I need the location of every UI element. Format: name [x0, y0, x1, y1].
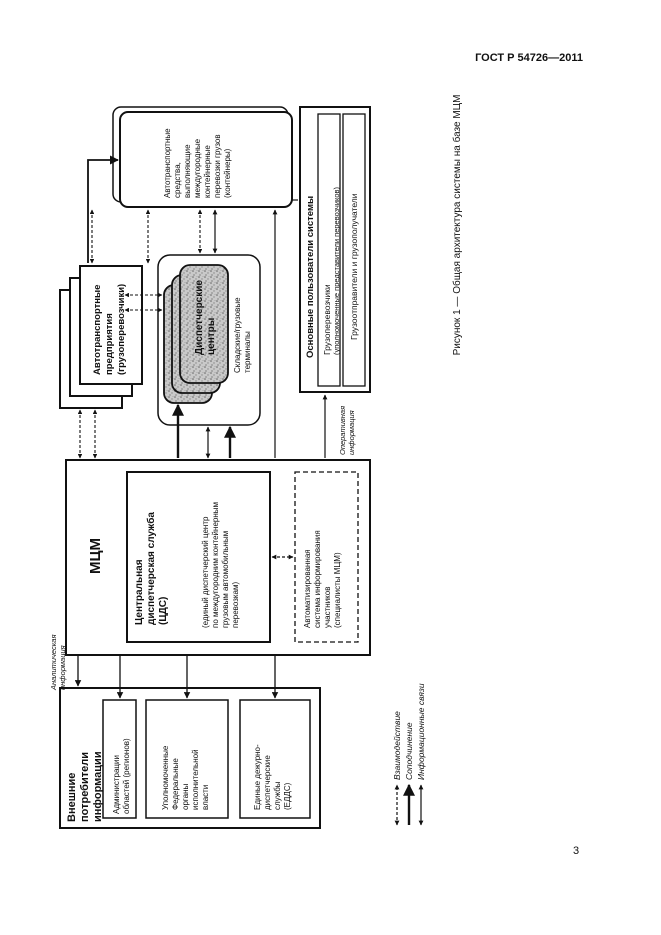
svg-text:потребители: потребители	[79, 752, 91, 822]
svg-text:(грузоперевозчики): (грузоперевозчики)	[116, 284, 127, 375]
vehicles-label: Автотранспортные средства, выполняющие м…	[163, 128, 232, 198]
svg-text:средства,: средства,	[173, 162, 182, 198]
svg-text:информации: информации	[92, 751, 104, 822]
edds-box	[239, 699, 311, 819]
carriers-label: Грузоперевозчики (уполномоченные предста…	[322, 186, 341, 355]
svg-text:(ЕДДС): (ЕДДС)	[283, 782, 292, 810]
svg-text:Автотранспортные: Автотранспортные	[163, 128, 172, 198]
shippers-label: Грузоотправители и грузополучатели	[349, 193, 359, 340]
svg-text:Основные пользователи системы: Основные пользователи системы	[305, 196, 316, 358]
cds-title: Центральная диспетчерская служба (ЦДС)	[134, 512, 169, 625]
shippers-box	[342, 113, 366, 387]
edds-label: Единые дежурно- диспетчерские службы (ЕД…	[253, 744, 292, 810]
page-number: 3	[573, 845, 580, 857]
svg-text:система информирования: система информирования	[313, 530, 322, 628]
svg-text:Складские/грузовые: Складские/грузовые	[233, 297, 242, 373]
svg-text:Грузоотправители и грузополуча: Грузоотправители и грузополучатели	[349, 193, 359, 340]
svg-text:междугородные: междугородные	[193, 138, 202, 198]
admin-box	[102, 699, 137, 819]
mcm-to-external-arrows	[74, 655, 279, 699]
svg-text:МЦМ: МЦМ	[87, 538, 104, 574]
svg-text:Центральная: Центральная	[134, 559, 145, 625]
svg-text:Федеральные: Федеральные	[171, 758, 180, 810]
asip-box	[294, 471, 359, 643]
legend-interaction: Взаимодействие	[392, 711, 402, 780]
svg-text:участников: участников	[323, 587, 332, 628]
cds-description: (единый диспетчерский центр по междугоро…	[201, 502, 240, 628]
svg-text:Диспетчерские: Диспетчерские	[194, 280, 205, 355]
connectors	[77, 155, 328, 459]
admin-label: Администрации областей (регионов)	[112, 738, 131, 814]
svg-text:диспетчерская служба: диспетчерская служба	[145, 512, 157, 625]
svg-text:Единые дежурно-: Единые дежурно-	[253, 744, 262, 810]
external-consumers-title: Внешние потребители информации	[66, 751, 104, 822]
svg-text:службы: службы	[273, 781, 282, 810]
legend: Взаимодействие Соподчинение Информационн…	[392, 683, 426, 826]
svg-text:перевозки грузов: перевозки грузов	[213, 134, 222, 198]
carriers-box	[317, 113, 341, 387]
terminals-label: Складские/грузовые терминалы	[233, 297, 252, 373]
federal-label: Уполномоченные Федеральные органы исполн…	[161, 745, 210, 810]
federal-box	[145, 699, 229, 819]
analytic-info-label: Аналитическая информация	[49, 635, 67, 691]
mcm-title: МЦМ	[87, 538, 104, 574]
svg-text:грузовым автомобильным: грузовым автомобильным	[221, 531, 230, 628]
svg-text:исполнительной: исполнительной	[191, 749, 200, 810]
svg-text:(единый диспетчерский центр: (единый диспетчерский центр	[201, 516, 210, 628]
svg-text:центры: центры	[206, 318, 217, 355]
standard-header: ГОСТ Р 54726—2011	[475, 52, 583, 64]
svg-text:перевозкам): перевозкам)	[231, 582, 240, 628]
svg-text:Автотранспортные: Автотранспортные	[92, 285, 103, 375]
svg-text:Оперативная: Оперативная	[338, 406, 347, 455]
svg-text:Аналитическая: Аналитическая	[49, 635, 58, 691]
vehicles-box	[119, 111, 293, 208]
svg-text:власти: власти	[201, 785, 210, 810]
dispatch-centres-stack	[163, 264, 229, 404]
legend-subordination: Соподчинение	[404, 722, 414, 780]
svg-text:контейнерные: контейнерные	[203, 145, 212, 198]
main-users-title: Основные пользователи системы	[305, 196, 316, 358]
svg-text:Грузоперевозчики: Грузоперевозчики	[322, 284, 332, 355]
svg-text:органы: органы	[181, 783, 190, 810]
svg-text:(уполномоченные представители: (уполномоченные представители перевозчик…	[332, 186, 341, 355]
asip-label: Автоматизированная система информировани…	[303, 530, 342, 628]
dispatch-centres-label: Диспетчерские центры	[194, 280, 217, 355]
figure-caption: Рисунок 1 — Общая архитектура системы на…	[452, 94, 463, 356]
svg-text:(ЦДС): (ЦДС)	[158, 597, 169, 625]
svg-text:Автоматизированная: Автоматизированная	[303, 549, 312, 628]
svg-text:Администрации: Администрации	[112, 755, 121, 814]
svg-text:областей (регионов): областей (регионов)	[122, 738, 131, 814]
ate-label: Автотранспортные предприятия (грузоперев…	[92, 284, 127, 375]
svg-text:предприятия: предприятия	[104, 313, 115, 375]
svg-text:диспетчерские: диспетчерские	[263, 755, 272, 810]
legend-info-links: Информационные связи	[416, 683, 426, 780]
svg-text:Уполномоченные: Уполномоченные	[161, 745, 170, 810]
svg-text:информация: информация	[347, 410, 356, 455]
svg-text:по междугородним контейнерным: по междугородним контейнерным	[211, 502, 220, 628]
svg-text:выполняющие: выполняющие	[183, 144, 192, 198]
svg-text:(контейнеры): (контейнеры)	[223, 148, 232, 198]
svg-text:информация: информация	[58, 645, 67, 690]
ate-stack	[59, 265, 143, 409]
svg-text:Внешние: Внешние	[66, 773, 78, 822]
operative-info-label: Оперативная информация	[338, 406, 356, 455]
svg-text:терминалы: терминалы	[243, 331, 252, 373]
cds-box	[126, 471, 271, 643]
external-consumers-box	[59, 687, 321, 829]
svg-text:(специалисты МЦМ): (специалисты МЦМ)	[333, 552, 342, 628]
